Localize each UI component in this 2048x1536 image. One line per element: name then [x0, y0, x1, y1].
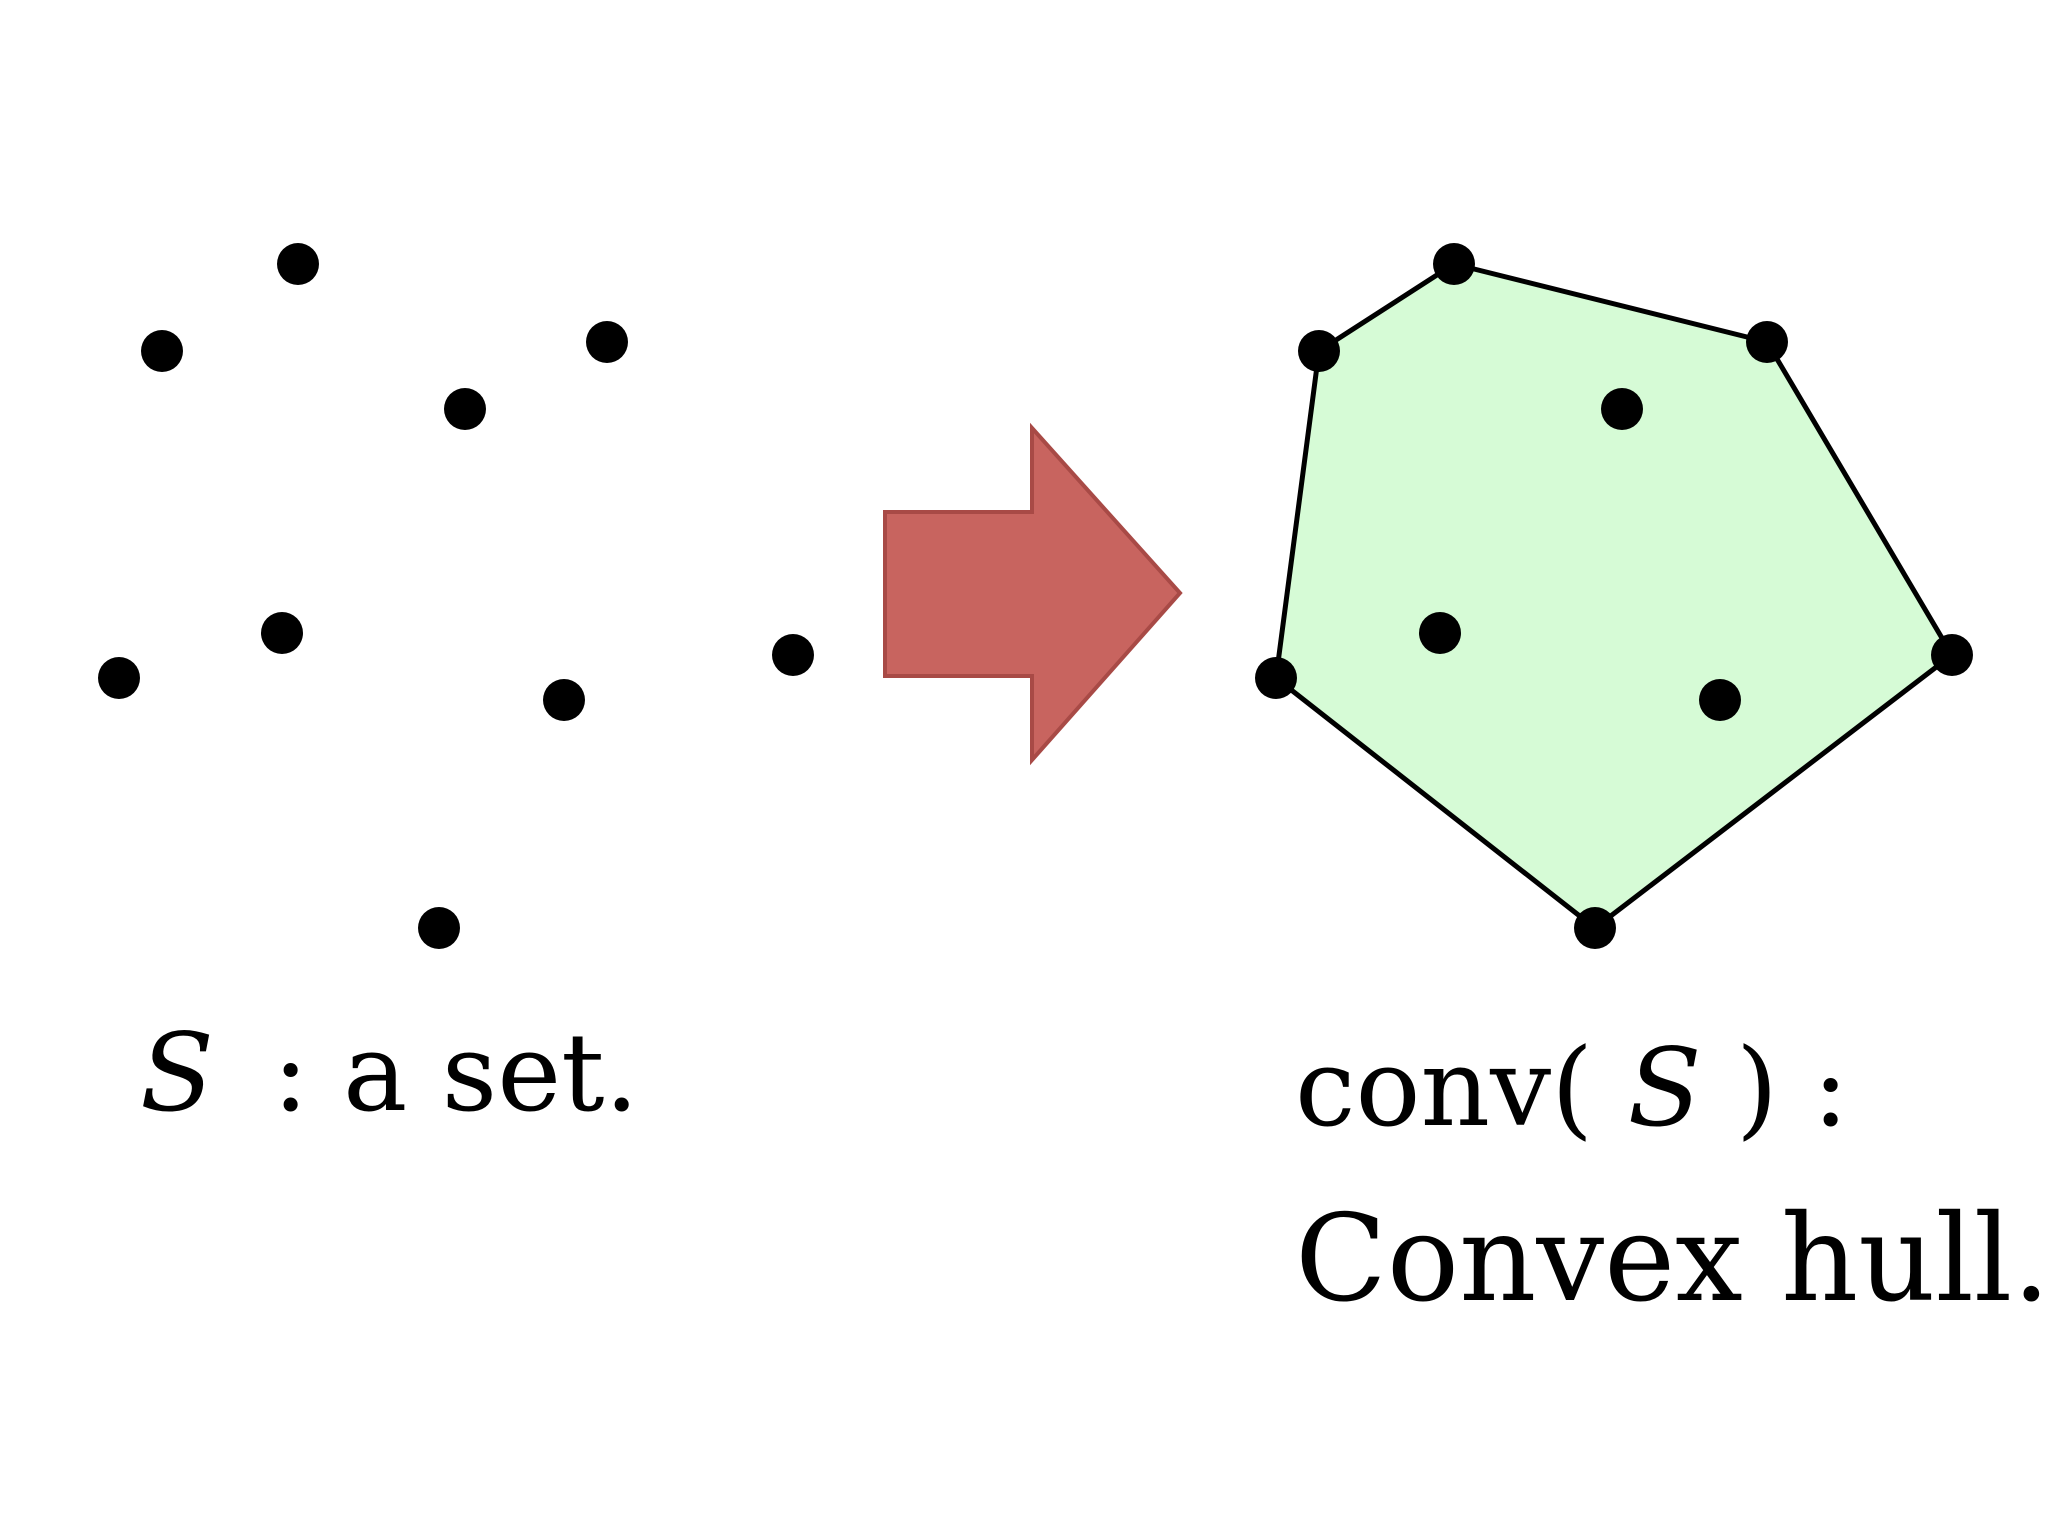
set-symbol: S: [140, 1011, 214, 1136]
hull-vertex-point: [1574, 907, 1616, 949]
hull-vertex-point: [1433, 243, 1475, 285]
convex-hull-caption: Convex hull.: [1295, 1190, 2048, 1329]
hull-vertex-point: [1255, 657, 1297, 699]
hull-vertex-point: [1298, 330, 1340, 372]
hull-vertex-point: [1746, 321, 1788, 363]
interior-point: [1601, 388, 1643, 430]
point-set: [98, 243, 814, 949]
set-point: [543, 679, 585, 721]
interior-point: [1419, 612, 1461, 654]
conv-symbol: S: [1628, 1026, 1702, 1151]
set-caption: S : a set.: [140, 1011, 639, 1136]
set-point: [261, 612, 303, 654]
set-point: [418, 907, 460, 949]
right-arrow-icon: [883, 422, 1183, 766]
set-point: [586, 321, 628, 363]
convex-hull-polygon: [1273, 261, 1955, 931]
conv-caption: conv( S ) :: [1295, 1026, 1849, 1151]
set-caption-text: : a set.: [272, 1011, 639, 1136]
conv-suffix: ) :: [1736, 1026, 1849, 1151]
set-point: [141, 330, 183, 372]
hull-point-set: [1255, 243, 1973, 949]
set-point: [98, 657, 140, 699]
conv-prefix: conv(: [1295, 1026, 1593, 1151]
interior-point: [1699, 679, 1741, 721]
set-point: [444, 388, 486, 430]
set-point: [772, 634, 814, 676]
set-point: [277, 243, 319, 285]
hull-vertex-point: [1931, 634, 1973, 676]
